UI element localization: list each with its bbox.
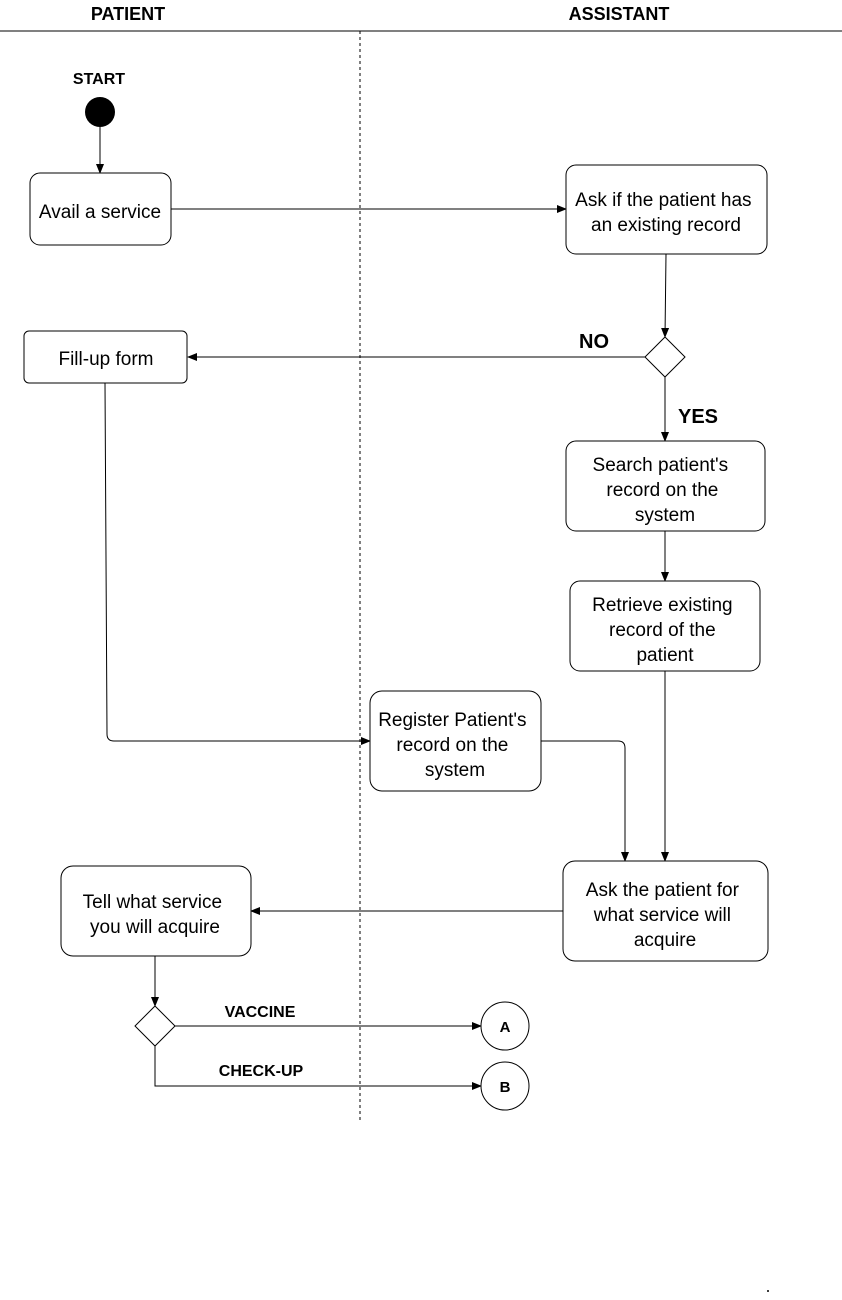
svg-text:Search patient's record: Search patient's record on the system bbox=[593, 455, 734, 526]
node-line: Register Patient's bbox=[378, 710, 526, 731]
activity-tell-service: Tell what service you will acquire bbox=[60, 865, 252, 957]
node-line: Retrieve existing bbox=[592, 595, 732, 616]
activity-ask-existing-record: Ask if the patient has an existing recor… bbox=[565, 164, 768, 255]
svg-text:Retrieve existing record: Retrieve existing record of the patient bbox=[592, 595, 738, 666]
connector-b-label: B bbox=[500, 1079, 511, 1096]
svg-text:Tell what service you wi: Tell what service you will acquire bbox=[83, 892, 228, 938]
activity-fill-up-form: Fill-up form bbox=[23, 330, 188, 384]
node-line: Avail a service bbox=[39, 202, 161, 223]
connector-b: B bbox=[480, 1061, 530, 1111]
activity-retrieve-record: Retrieve existing record of the patient bbox=[569, 580, 761, 672]
node-line: Tell what service bbox=[83, 892, 222, 913]
node-line: system bbox=[635, 505, 695, 526]
node-line: Ask the patient for bbox=[586, 880, 740, 901]
decision-service-type bbox=[134, 1005, 176, 1047]
branch-label-yes: YES bbox=[678, 406, 718, 428]
node-line: Ask if the patient has bbox=[575, 190, 751, 211]
activity-register-record: Register Patient's record on the system bbox=[369, 690, 542, 792]
connector-a-label: A bbox=[500, 1019, 511, 1036]
node-line: an existing record bbox=[591, 215, 741, 236]
node-line: record on the bbox=[396, 735, 508, 756]
branch-label-vaccine: VACCINE bbox=[225, 1004, 296, 1021]
svg-text:Ask the patient for what: Ask the patient for what service will ac… bbox=[586, 880, 744, 951]
node-line: Search patient's bbox=[593, 455, 729, 476]
edge-ask-record-to-decision bbox=[661, 253, 670, 338]
node-line: system bbox=[425, 760, 485, 781]
branch-label-no: NO bbox=[579, 331, 609, 353]
lane-title-patient: PATIENT bbox=[91, 4, 165, 24]
node-line: what service will bbox=[593, 905, 731, 926]
node-line: acquire bbox=[634, 930, 696, 951]
start-label: START bbox=[73, 71, 125, 88]
edge-register-to-ask-service bbox=[541, 740, 629, 862]
svg-text:Avail a service: Avail a service bbox=[39, 202, 161, 223]
connector-a: A bbox=[480, 1001, 530, 1051]
activity-avail-service: Avail a service bbox=[29, 172, 172, 246]
svg-text:Fill-up form: Fill-up form bbox=[58, 349, 153, 370]
activity-search-record: Search patient's record on the system bbox=[565, 440, 766, 532]
node-line: record of the bbox=[609, 620, 716, 641]
lane-title-assistant: ASSISTANT bbox=[569, 4, 670, 24]
node-line: you will acquire bbox=[90, 917, 220, 938]
branch-label-checkup: CHECK-UP bbox=[219, 1063, 304, 1080]
edge-checkup-to-b bbox=[154, 1046, 482, 1090]
svg-text:Ask if the patient has a: Ask if the patient has an existing recor… bbox=[575, 190, 757, 236]
decision-existing-record bbox=[644, 336, 686, 378]
stray-dot bbox=[767, 1290, 769, 1292]
node-line: patient bbox=[636, 645, 694, 666]
activity-ask-service: Ask the patient for what service will ac… bbox=[562, 860, 769, 962]
svg-text:Register Patient's recor: Register Patient's record on the system bbox=[378, 710, 532, 781]
node-line: record on the bbox=[606, 480, 718, 501]
edge-form-to-register bbox=[104, 382, 371, 745]
node-line: Fill-up form bbox=[58, 349, 153, 370]
edges bbox=[96, 127, 670, 1090]
start-node bbox=[85, 97, 115, 127]
